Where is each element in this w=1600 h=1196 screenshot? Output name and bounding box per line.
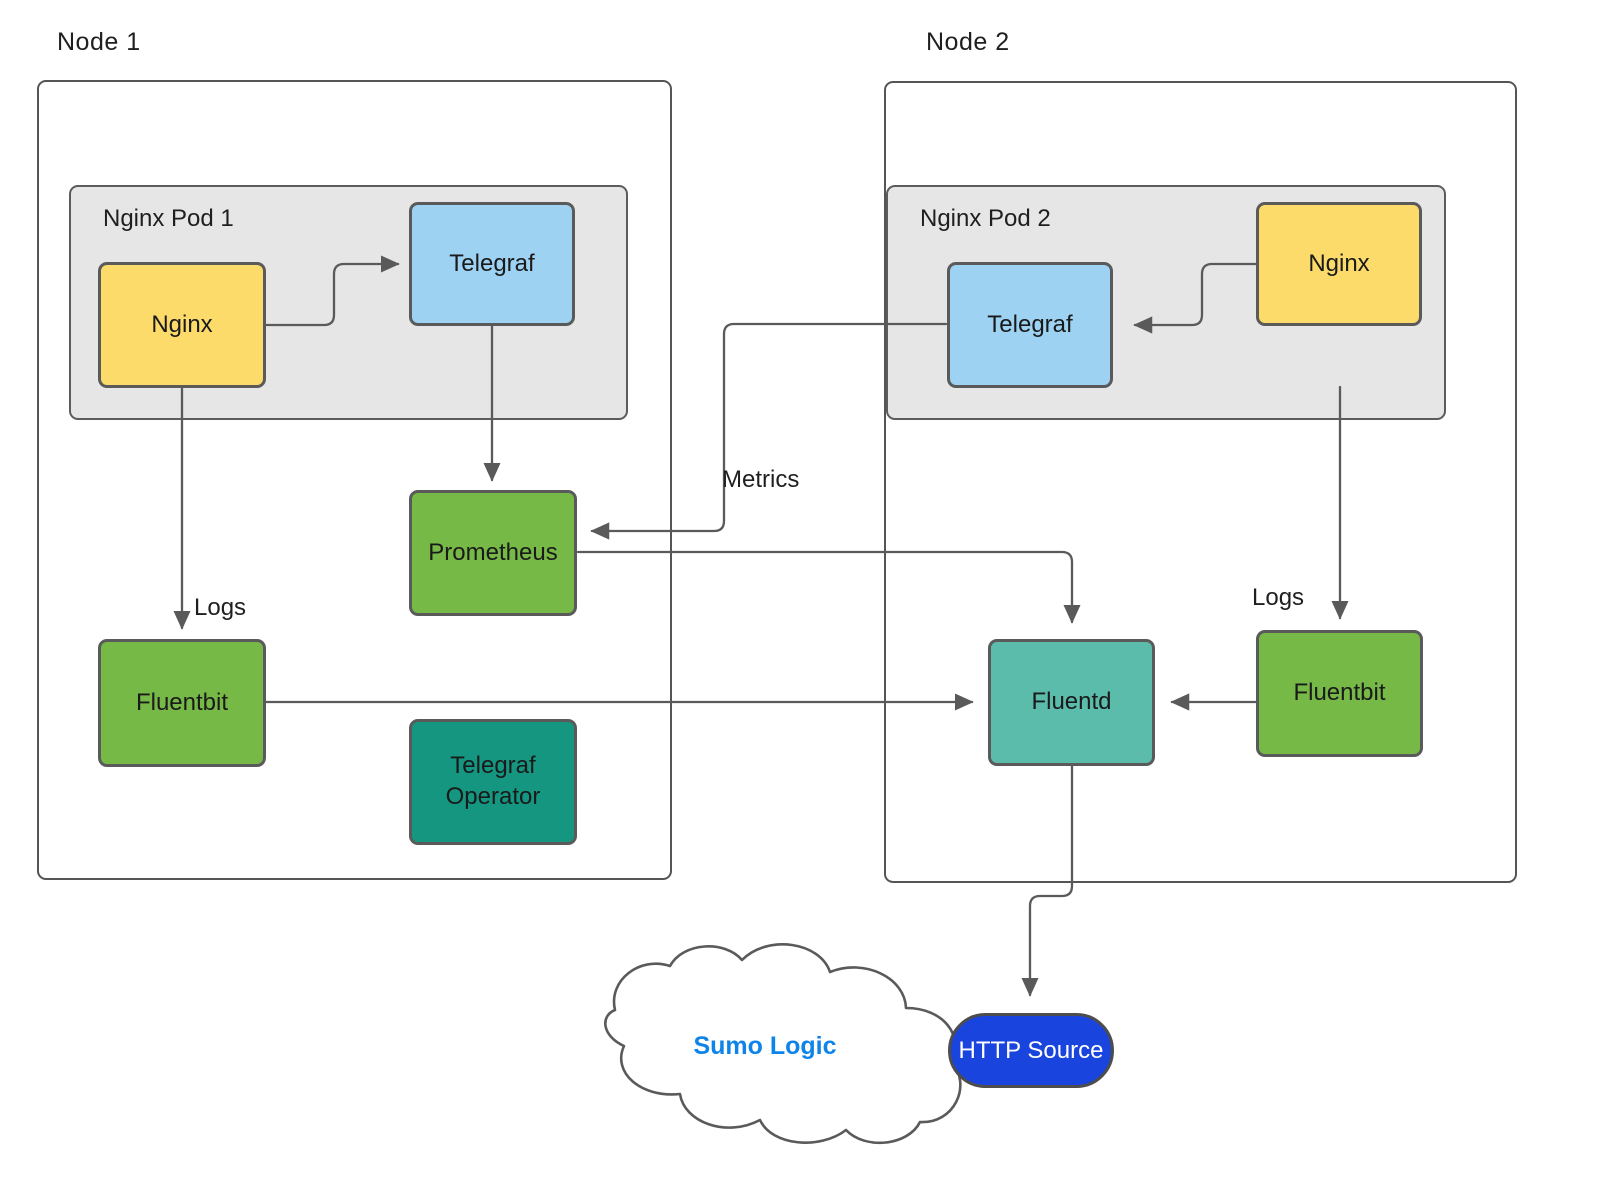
- http-source-node[interactable]: HTTP Source: [948, 1013, 1114, 1088]
- cloud-shape: [604, 943, 962, 1145]
- component-nginx-node2[interactable]: Nginx: [1256, 202, 1422, 326]
- sumo-logic-label: Sumo Logic: [693, 1032, 837, 1060]
- node-2-label: Node 2: [926, 28, 1010, 56]
- component-fluentbit-node2[interactable]: Fluentbit: [1256, 630, 1423, 757]
- nginx-pod-1-title: Nginx Pod 1: [103, 205, 234, 232]
- edge-label-logs-node1: Logs: [194, 594, 247, 621]
- component-fluentd[interactable]: Fluentd: [988, 639, 1155, 766]
- component-fluentbit-node1[interactable]: Fluentbit: [98, 639, 266, 767]
- nginx-pod-2-title: Nginx Pod 2: [920, 205, 1051, 232]
- edge-label-metrics: Metrics: [722, 466, 800, 493]
- component-prometheus[interactable]: Prometheus: [409, 490, 577, 616]
- edge-label-logs-node2: Logs: [1252, 584, 1305, 611]
- sumo-logic-cloud: [520, 940, 1040, 1150]
- component-telegraf-operator[interactable]: Telegraf Operator: [409, 719, 577, 845]
- component-telegraf-node1[interactable]: Telegraf: [409, 202, 575, 326]
- component-nginx-node1[interactable]: Nginx: [98, 262, 266, 388]
- component-telegraf-node2[interactable]: Telegraf: [947, 262, 1113, 388]
- node-1-label: Node 1: [57, 28, 141, 56]
